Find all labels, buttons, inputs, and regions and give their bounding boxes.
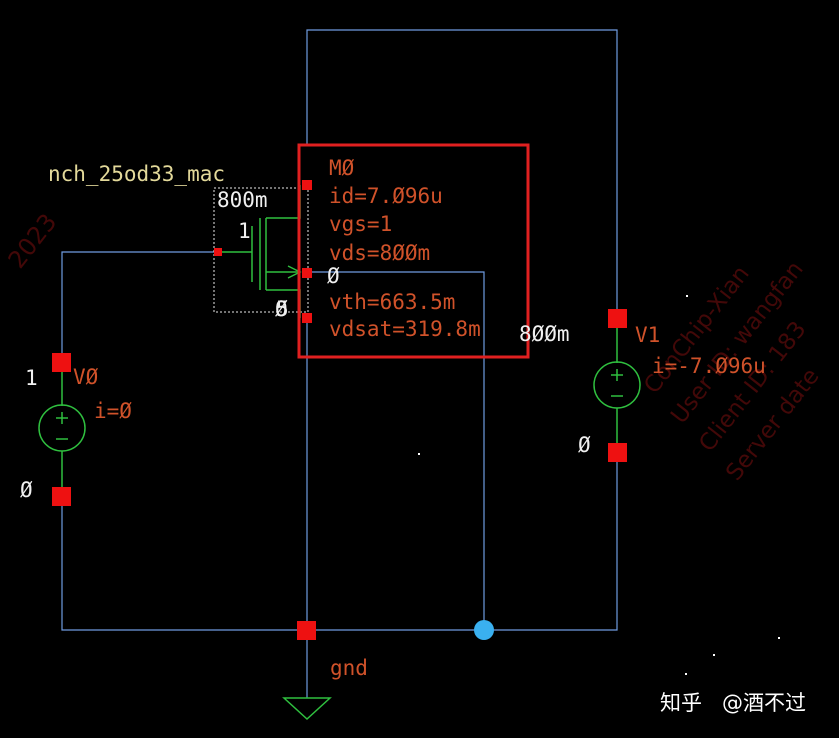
transistor-width-label: 800m <box>217 188 268 212</box>
transistor-name: MØ <box>329 156 355 180</box>
voltage-source-v1[interactable] <box>593 309 641 462</box>
ground-label: gnd <box>330 656 368 680</box>
annotation-vth: vth=663.5m <box>329 290 455 314</box>
v0-current: i=Ø <box>94 399 132 423</box>
transistor-multiplier-label: 1 <box>238 219 251 243</box>
annotation-vds: vds=8ØØm <box>329 241 430 265</box>
drain-pin[interactable] <box>302 180 312 190</box>
wire-bulk-to-ground[interactable] <box>307 271 485 630</box>
watermark-left-fragment: 2023 <box>3 208 63 273</box>
transistor-model-label: nch_25od33_mac <box>48 162 225 186</box>
operating-point-annotations: MØ id=7.Ø96u vgs=1 vds=8ØØm vth=663.5m v… <box>329 156 481 341</box>
v1-plus-icon <box>611 369 623 381</box>
v0-minus-pin[interactable] <box>52 487 71 506</box>
transistor-bulk-pin-label: 5 <box>276 297 289 321</box>
grid-dots <box>418 295 780 675</box>
annotation-vgs: vgs=1 <box>329 212 392 236</box>
v0-plus-icon <box>56 412 68 424</box>
ground-icon[interactable] <box>282 697 332 721</box>
wire-drain-to-v1[interactable] <box>306 29 618 318</box>
v0-plus-pin[interactable] <box>52 353 71 372</box>
gate-pin[interactable] <box>214 248 222 256</box>
source-pin[interactable] <box>302 313 312 323</box>
highlight-box <box>297 143 530 359</box>
wire-gate-to-v0[interactable] <box>61 251 218 362</box>
drain-net-value: Ø <box>327 264 340 288</box>
brand-platform: 知乎 <box>660 691 702 715</box>
v1-bottom-net-value: Ø <box>578 433 591 457</box>
v0-bottom-net-value: Ø <box>20 478 33 502</box>
annotation-vdsat: vdsat=319.8m <box>329 317 481 341</box>
v0-top-net-value: 1 <box>25 366 38 390</box>
v1-top-net-value: 8ØØm <box>519 322 570 346</box>
transistor-pins[interactable] <box>214 180 312 323</box>
v0-name: VØ <box>73 365 99 389</box>
ground-node-pin[interactable] <box>297 621 316 640</box>
source-net-value: Ø <box>275 297 288 321</box>
v1-minus-pin[interactable] <box>608 443 627 462</box>
wire-v0-to-ground[interactable] <box>61 495 307 631</box>
bulk-pin[interactable] <box>302 268 312 278</box>
annotation-id: id=7.Ø96u <box>329 184 443 208</box>
brand-author: @酒不过 <box>722 691 806 715</box>
v1-plus-pin[interactable] <box>608 309 627 328</box>
voltage-source-v0[interactable] <box>38 353 86 506</box>
wire-v1-to-ground[interactable] <box>307 452 618 631</box>
v1-current: i=-7.Ø96u <box>652 354 766 378</box>
wire-junction-dot[interactable] <box>474 620 494 640</box>
wires[interactable] <box>61 29 618 698</box>
v1-name: V1 <box>635 323 660 347</box>
